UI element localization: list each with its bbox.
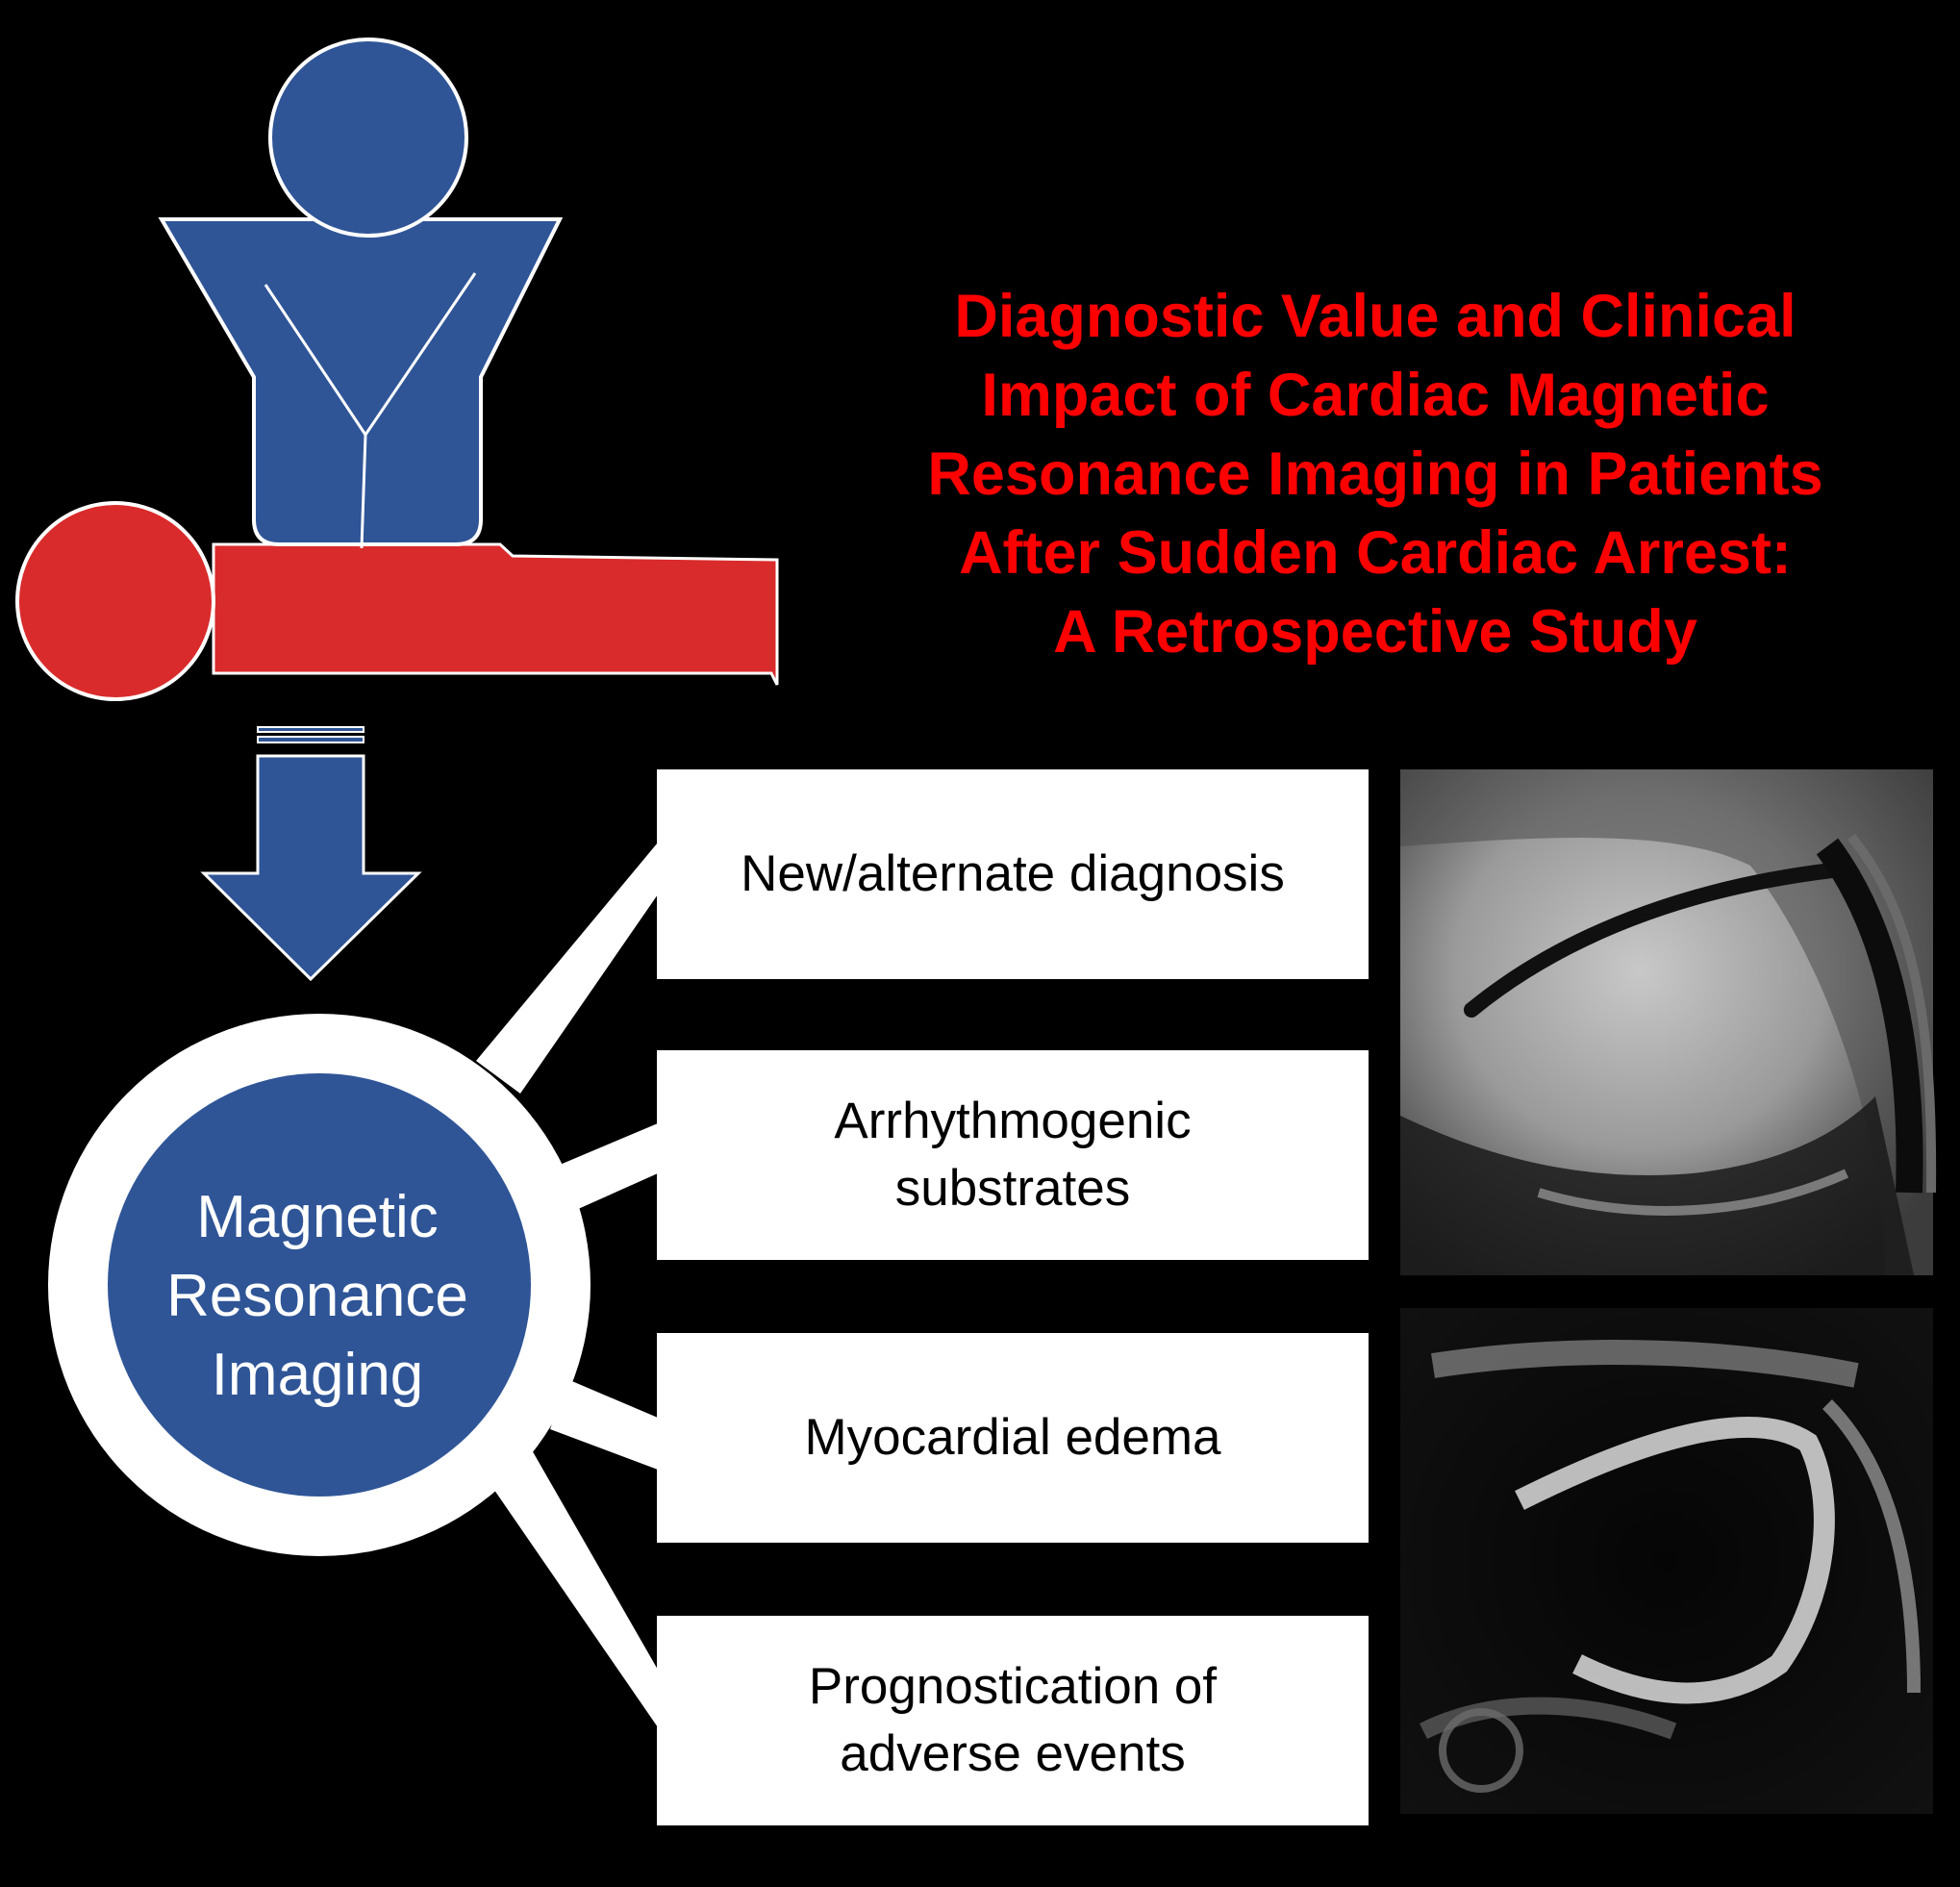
diagram-title: Diagnostic Value and Clinical Impact of …: [846, 277, 1904, 671]
cpr-rescuer-patient-icon: [15, 38, 779, 701]
finding-box-text: Arrhythmogenic: [834, 1093, 1192, 1149]
title-line-2: Impact of Cardiac Magnetic: [981, 362, 1770, 429]
title-line-4: After Sudden Cardiac Arrest:: [959, 519, 1792, 587]
finding-box-text: adverse events: [840, 1725, 1186, 1782]
mri-hub: [48, 1014, 591, 1556]
title-line-5: A Retrospective Study: [1053, 598, 1697, 666]
finding-box-text: New/alternate diagnosis: [741, 845, 1285, 902]
rescuer-figure: [158, 38, 564, 549]
mri-hub-label-line-3: Imaging: [211, 1342, 424, 1408]
title-line-3: Resonance Imaging in Patients: [927, 440, 1823, 508]
finding-box-text: substrates: [894, 1160, 1131, 1217]
connector-to-box-1: [476, 843, 658, 1094]
down-arrow-icon: [200, 726, 422, 982]
cardiac-mri-image-top: [1400, 769, 1937, 1275]
connector-to-box-2: [553, 1123, 658, 1214]
connector-branches: [476, 843, 658, 1727]
mri-hub-label: Magnetic Resonance Imaging: [106, 1178, 529, 1415]
title-line-1: Diagnostic Value and Clinical: [954, 283, 1797, 350]
connector-to-box-3: [550, 1379, 658, 1470]
finding-box-arrhythmogenic-substrates: Arrhythmogenic substrates: [657, 1050, 1369, 1260]
finding-box-prognostication: Prognostication of adverse events: [657, 1616, 1369, 1825]
finding-box-new-alternate-diagnosis: New/alternate diagnosis: [657, 769, 1369, 979]
patient-figure: [15, 501, 779, 701]
mri-hub-label-line-1: Magnetic: [196, 1184, 439, 1250]
finding-box-text: Myocardial edema: [804, 1409, 1221, 1466]
finding-box-text: Prognostication of: [808, 1658, 1218, 1715]
connector-to-box-4: [479, 1435, 658, 1727]
cardiac-mri-image-bottom: [1400, 1308, 1933, 1814]
finding-box-myocardial-edema: Myocardial edema: [657, 1333, 1369, 1543]
mri-hub-label-line-2: Resonance: [166, 1263, 468, 1329]
